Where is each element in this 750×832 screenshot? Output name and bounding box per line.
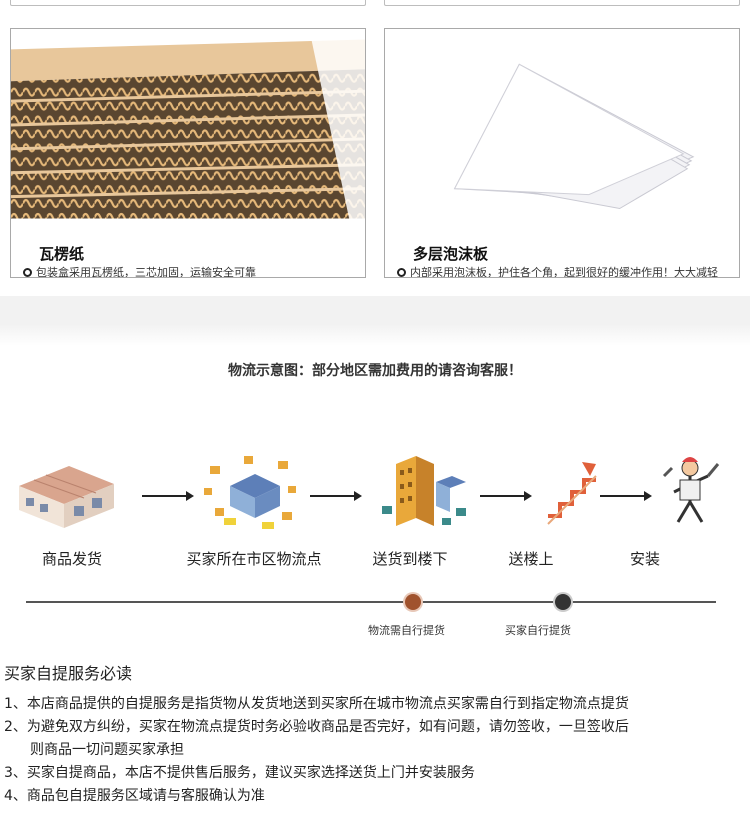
prev-card-edge-left: [10, 0, 366, 6]
material-title: 多层泡沫板: [413, 245, 489, 263]
timeline-label: 物流需自行提货: [368, 624, 445, 637]
notice-list: 1、本店商品提供的自提服务是指货物从发货地送到买家所在城市物流点买家需自行到指定…: [4, 693, 750, 808]
step-stairs: [538, 446, 688, 536]
section-divider-fade: [0, 324, 750, 346]
step-label: 商品发货: [41, 550, 102, 568]
step-label: 送货到楼下: [372, 550, 448, 568]
section-divider: [0, 296, 750, 324]
logistics-title: 物流示意图：部分地区需加费用的请咨询客服！: [228, 363, 522, 379]
material-desc: 包装盒采用瓦楞纸，三芯加固，运输安全可靠: [23, 265, 353, 277]
corrugated-paper-image: [11, 29, 365, 219]
timeline-line: [26, 601, 716, 603]
arrow-right-icon: [480, 491, 532, 501]
material-card-foam: 多层泡沫板 内部采用泡沫板，护住各个角，起到很好的缓冲作用！大大减轻运输中对产品…: [384, 28, 740, 278]
timeline-dot: [555, 594, 571, 610]
material-title: 瓦楞纸: [39, 245, 85, 263]
warehouse-icon: [19, 466, 114, 528]
arrow-right-icon: [310, 491, 362, 501]
notice-item: 3、买家自提商品，本店不提供售后服务，建议买家选择送货上门并安装服务: [4, 765, 475, 781]
notice-item: 2、为避免双方纠纷，买家在物流点提货时务必验收商品是否完好，如有问题，请勿签收，…: [4, 719, 629, 735]
timeline-label: 买家自行提货: [505, 624, 571, 637]
top-strip: [0, 0, 750, 14]
bullet-icon: [397, 268, 406, 277]
step-installer: [658, 446, 750, 536]
notice-item: 1、本店商品提供的自提服务是指货物从发货地送到买家所在城市物流点买家需自行到指定…: [4, 696, 629, 712]
prev-card-edge-right: [384, 0, 740, 6]
logistics-center-icon: [204, 456, 296, 529]
bullet-icon: [23, 268, 32, 277]
step-label: 送楼上: [508, 550, 554, 568]
step-logistics-center: [200, 446, 350, 536]
notice-item-continued: 则商品一切问题买家承担: [30, 742, 184, 758]
material-desc: 内部采用泡沫板，护住各个角，起到很好的缓冲作用！大大减轻运输中对产品的伤害: [397, 265, 727, 277]
timeline-dot: [405, 594, 421, 610]
step-building-delivery: [376, 446, 526, 536]
building-delivery-icon: [382, 456, 466, 526]
step-warehouse: [14, 446, 164, 536]
step-label: 安装: [629, 550, 660, 568]
installer-icon: [662, 457, 720, 523]
arrow-right-icon: [600, 491, 652, 501]
step-label: 买家所在市区物流点: [186, 550, 322, 568]
arrow-right-icon: [142, 491, 194, 501]
material-card-corrugated: 瓦楞纸 包装盒采用瓦楞纸，三芯加固，运输安全可靠: [10, 28, 366, 278]
stairs-icon: [547, 462, 597, 525]
notice-title: 买家自提服务必读: [4, 664, 133, 683]
foam-board-image: [453, 63, 695, 210]
notice-item: 4、商品包自提服务区域请与客服确认为准: [4, 788, 265, 804]
